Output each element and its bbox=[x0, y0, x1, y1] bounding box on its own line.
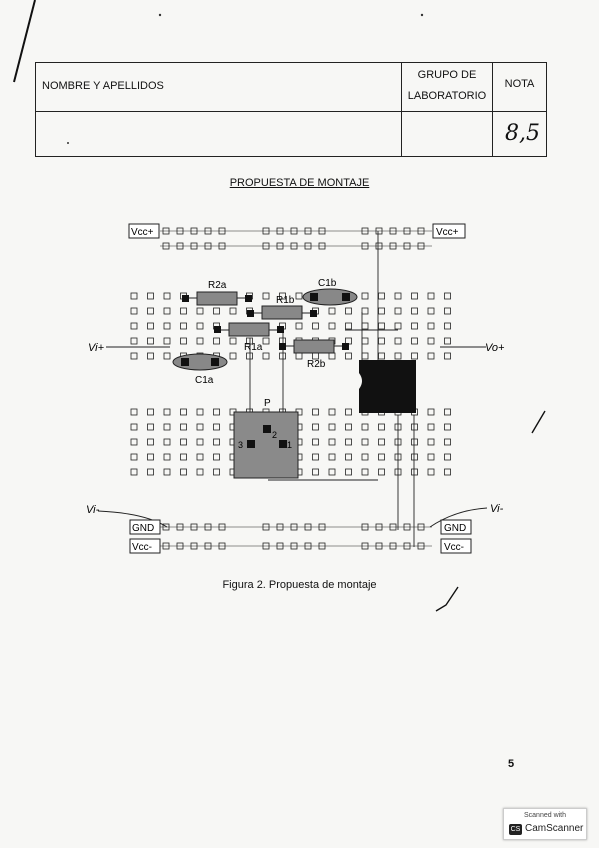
capacitor-c1a bbox=[172, 353, 228, 371]
vcc-plus-left-label: Vcc+ bbox=[131, 227, 154, 238]
pot-label: P bbox=[264, 398, 271, 409]
grade-label: NOTA bbox=[504, 78, 535, 90]
page-number: 5 bbox=[508, 758, 515, 770]
vi-plus-label: Vi+ bbox=[88, 342, 105, 354]
r1a-label: R1a bbox=[244, 342, 263, 353]
resistor-r2b bbox=[279, 339, 349, 354]
section-title: PROPUESTA DE MONTAJE bbox=[229, 177, 370, 189]
header-table: NOMBRE Y APELLIDOS GRUPO DE LABORATORIO … bbox=[35, 62, 547, 157]
scanner-line1: Scanned with bbox=[523, 812, 567, 819]
figure-caption: Figura 2. Propuesta de montaje bbox=[222, 579, 377, 591]
group-label-line2: LABORATORIO bbox=[407, 90, 487, 102]
r2b-label: R2b bbox=[307, 359, 326, 370]
capacitor-c1b bbox=[302, 288, 358, 306]
pot-pin1-label: 1 bbox=[287, 440, 292, 450]
vcc-minus-left-label: Vcc- bbox=[132, 542, 152, 553]
r1b-label: R1b bbox=[276, 295, 295, 306]
opamp-chip bbox=[359, 360, 416, 413]
name-label: NOMBRE Y APELLIDOS bbox=[42, 80, 164, 92]
grade-value: 8,5 bbox=[505, 121, 540, 146]
vcc-plus-right-label: Vcc+ bbox=[436, 227, 459, 238]
wires bbox=[97, 231, 488, 547]
vcc-minus-right-label: Vcc- bbox=[444, 542, 464, 553]
resistor-r2a bbox=[182, 291, 252, 306]
gnd-left-label: GND bbox=[132, 523, 154, 534]
r2a-label: R2a bbox=[208, 280, 227, 291]
pot-pin2-label: 2 bbox=[272, 430, 277, 440]
pot-pin3-label: 3 bbox=[238, 440, 243, 450]
vi-minus-right-label: Vi- bbox=[490, 503, 504, 515]
c1b-label: C1b bbox=[318, 278, 337, 289]
potentiometer bbox=[233, 411, 299, 479]
vo-plus-label: Vo+ bbox=[485, 342, 505, 354]
check-mark-1 bbox=[531, 410, 546, 434]
group-label-line1: GRUPO DE bbox=[417, 69, 477, 81]
resistor-r1b bbox=[247, 305, 317, 320]
gnd-right-label: GND bbox=[444, 523, 466, 534]
c1a-label: C1a bbox=[195, 375, 214, 386]
camscanner-logo-icon: CS bbox=[509, 824, 522, 835]
check-mark-2 bbox=[435, 586, 459, 612]
vi-minus-left-label: Vi- bbox=[86, 504, 100, 516]
scanner-brand-text: CamScanner bbox=[525, 823, 584, 834]
resistor-r1a bbox=[214, 322, 284, 337]
